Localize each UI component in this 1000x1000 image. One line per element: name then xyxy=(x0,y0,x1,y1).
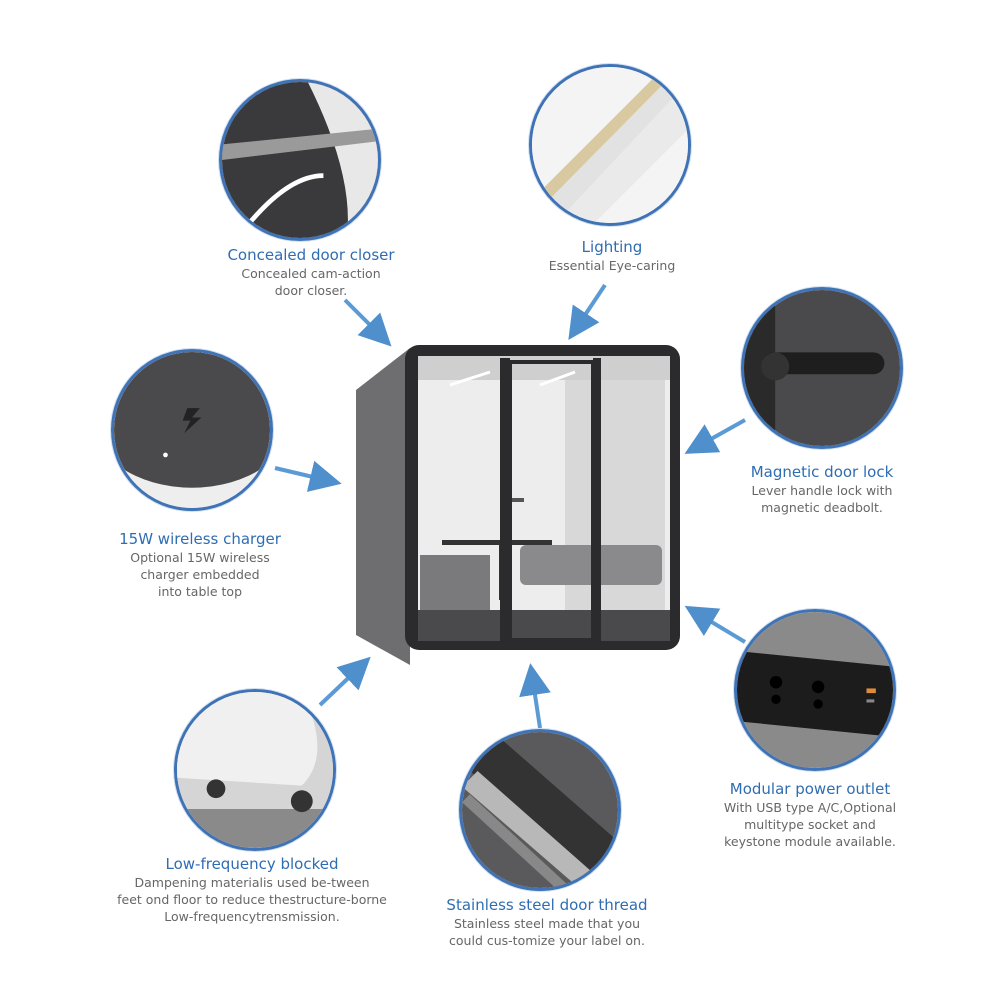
feature-desc: door closer. xyxy=(274,283,348,298)
feature-desc: magnetic deadbolt. xyxy=(761,500,883,515)
feature-desc: charger embedded xyxy=(140,567,260,582)
feature-desc: Low-frequencytrensmission. xyxy=(164,909,340,924)
feature-desc: keystone module available. xyxy=(724,834,896,849)
feature-power-outlet: Modular power outlet With USB type A/C,O… xyxy=(724,780,896,850)
feature-desc: Essential Eye-caring xyxy=(548,258,676,273)
feature-desc: Optional 15W wireless xyxy=(130,550,270,565)
door-thread-detail-image xyxy=(459,729,621,891)
feature-door-closer: Concealed door closer Concealed cam-acti… xyxy=(227,246,394,299)
feature-title: Magnetic door lock xyxy=(750,463,894,481)
arrow-lock xyxy=(684,418,746,454)
feature-desc: Lever handle lock with xyxy=(751,483,893,498)
arrow-low-frequency xyxy=(318,656,371,707)
feature-desc: Dampening materialis used be-tween xyxy=(134,875,370,890)
arrow-outlet xyxy=(684,605,747,644)
feature-door-thread: Stainless steel door thread Stainless st… xyxy=(446,896,647,949)
feature-title: Low-frequency blocked xyxy=(165,855,339,873)
feature-low-frequency: Low-frequency blocked Dampening material… xyxy=(117,855,387,925)
feature-desc: into table top xyxy=(157,584,243,599)
feature-desc: could cus-tomize your label on. xyxy=(449,933,645,948)
lightning-bolt-icon xyxy=(182,408,202,434)
arrow-lighting xyxy=(568,283,607,340)
feature-title: Stainless steel door thread xyxy=(446,896,648,914)
feature-wireless-charger: 15W wireless charger Optional 15W wirele… xyxy=(119,530,281,600)
power-outlet-detail-image xyxy=(734,609,896,771)
arrow-charger xyxy=(274,460,342,492)
wireless-charger-detail-image xyxy=(111,349,273,511)
feature-desc: Stainless steel made that you xyxy=(453,916,641,931)
feature-title: 15W wireless charger xyxy=(119,530,281,548)
feature-title: Modular power outlet xyxy=(729,780,891,798)
door-lock-detail-image xyxy=(741,287,903,449)
low-frequency-feet-detail-image xyxy=(174,689,336,851)
arrow-door-closer xyxy=(343,298,392,347)
feature-lighting: Lighting Essential Eye-caring xyxy=(549,238,676,274)
feature-title: Lighting xyxy=(581,238,643,256)
feature-desc: feet ond floor to reduce thestructure-bo… xyxy=(117,892,387,907)
arrow-door-thread xyxy=(519,663,551,729)
feature-desc: multitype socket and xyxy=(744,817,876,832)
lighting-detail-image xyxy=(529,64,691,226)
door-closer-detail-image xyxy=(219,79,381,241)
feature-desc: Concealed cam-action xyxy=(241,266,381,281)
feature-door-lock: Magnetic door lock Lever handle lock wit… xyxy=(751,463,894,516)
feature-title: Concealed door closer xyxy=(227,246,395,264)
feature-desc: With USB type A/C,Optional xyxy=(723,800,897,815)
